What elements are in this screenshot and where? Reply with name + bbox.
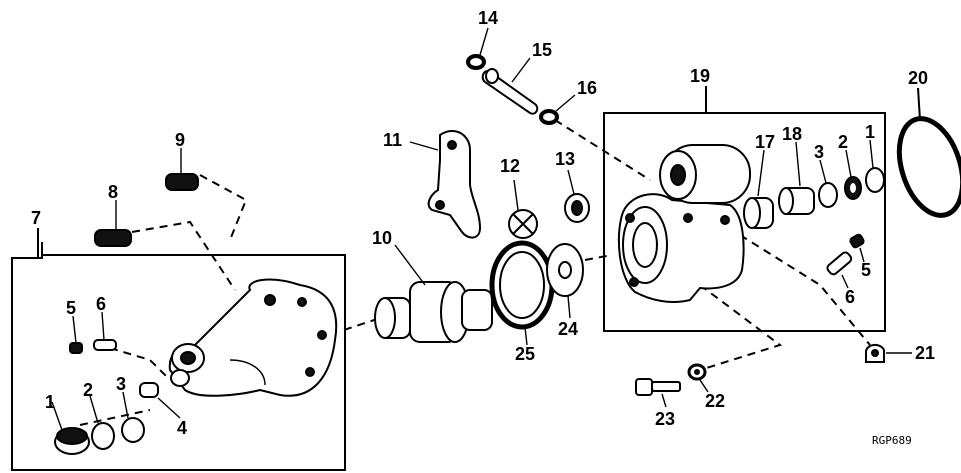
label-22: 22 bbox=[705, 391, 725, 411]
label-12: 12 bbox=[500, 156, 520, 176]
label-19: 19 bbox=[690, 66, 710, 86]
gasket-ring-20 bbox=[896, 87, 961, 218]
bolt-23 bbox=[635, 378, 681, 408]
shaft-10 bbox=[374, 244, 493, 343]
pin-4 bbox=[139, 382, 181, 419]
label-11: 11 bbox=[383, 130, 402, 150]
plug-8 bbox=[94, 200, 132, 247]
cup-3-left bbox=[121, 391, 145, 443]
label-3-right: 3 bbox=[814, 142, 824, 162]
label-25: 25 bbox=[515, 344, 535, 364]
bushing-17 bbox=[743, 149, 774, 229]
spring-5-left bbox=[69, 315, 83, 354]
ring-2-right bbox=[844, 149, 862, 200]
seal-13 bbox=[564, 169, 590, 223]
label-5-left: 5 bbox=[66, 298, 76, 318]
label-13: 13 bbox=[555, 149, 575, 169]
assembly-lines bbox=[79, 119, 871, 426]
housing-7 bbox=[168, 278, 338, 397]
label-1-left: 1 bbox=[45, 392, 55, 412]
label-23: 23 bbox=[655, 409, 675, 429]
spring-5-right bbox=[849, 233, 865, 263]
housing-19 bbox=[617, 144, 751, 303]
label-6-left: 6 bbox=[96, 294, 106, 314]
label-8: 8 bbox=[108, 182, 118, 202]
group-box-19 bbox=[603, 112, 886, 332]
label-18: 18 bbox=[782, 124, 802, 144]
cup-3-right bbox=[818, 159, 838, 208]
o-ring-14 bbox=[466, 27, 489, 70]
label-14: 14 bbox=[478, 8, 498, 28]
lever-11 bbox=[409, 130, 482, 239]
plunger-6-right bbox=[826, 251, 853, 289]
label-1-right: 1 bbox=[865, 122, 875, 142]
plunger-6-left bbox=[93, 311, 117, 351]
label-17: 17 bbox=[755, 132, 775, 152]
label-16: 16 bbox=[577, 78, 597, 98]
label-3-left: 3 bbox=[116, 374, 126, 394]
label-20: 20 bbox=[908, 68, 928, 88]
pin-15 bbox=[481, 57, 539, 115]
washer-22 bbox=[687, 363, 709, 393]
washer-24 bbox=[546, 243, 584, 319]
label-10: 10 bbox=[372, 228, 392, 248]
label-15: 15 bbox=[532, 40, 552, 60]
clip-21 bbox=[865, 344, 912, 363]
seal-ring-25 bbox=[489, 240, 555, 346]
label-21: 21 bbox=[915, 343, 935, 363]
group-box-7 bbox=[11, 228, 346, 471]
sleeve-18 bbox=[778, 141, 815, 215]
label-9: 9 bbox=[175, 130, 185, 150]
cap-1-left bbox=[51, 401, 90, 455]
label-24: 24 bbox=[558, 319, 578, 339]
label-7: 7 bbox=[31, 208, 41, 228]
plug-9 bbox=[165, 148, 199, 191]
plug-12 bbox=[508, 179, 538, 239]
ring-2-left bbox=[89, 395, 115, 450]
label-5-right: 5 bbox=[861, 260, 871, 280]
figure-code: RGP689 bbox=[872, 434, 912, 447]
label-2-left: 2 bbox=[83, 380, 93, 400]
label-6-right: 6 bbox=[845, 287, 855, 307]
cap-1-right bbox=[865, 139, 885, 193]
label-4: 4 bbox=[177, 418, 187, 438]
label-2-right: 2 bbox=[838, 132, 848, 152]
o-ring-16 bbox=[539, 94, 576, 125]
